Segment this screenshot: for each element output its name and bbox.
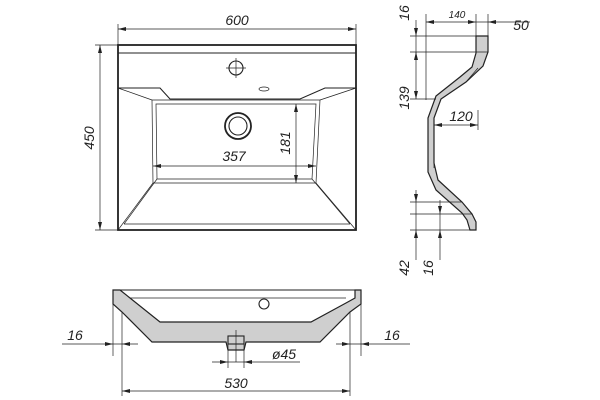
arrow [348, 27, 356, 31]
arrow [118, 27, 126, 31]
dim-label-top-depth: 450 [81, 126, 97, 150]
side-rim-slope [465, 67, 479, 83]
arrow [308, 164, 316, 168]
front-faucet-hole [258, 298, 270, 310]
arrow [488, 20, 496, 24]
front-section-profile [112, 289, 362, 351]
overflow-slot [258, 86, 270, 92]
arrow [342, 389, 350, 393]
arrow [105, 342, 113, 346]
arrow [220, 360, 228, 364]
slope-line [315, 182, 357, 231]
front-view: 16 16 ø45 530 [62, 289, 410, 396]
arrow [414, 91, 418, 99]
side-view: 16 139 42 16 140 50 120 [396, 5, 530, 276]
arrow [153, 164, 161, 168]
slope-line [117, 87, 153, 101]
arrow [434, 123, 442, 127]
dim-label-bowl-depth: 181 [277, 131, 293, 154]
drain-outer [224, 112, 252, 140]
arrow [244, 360, 252, 364]
dim-label-side-base-thickness: 16 [420, 260, 436, 276]
arrow [342, 342, 350, 346]
side-section-profile [427, 35, 489, 231]
dim-label-front-left-offset: 16 [67, 327, 83, 343]
arrow [122, 389, 130, 393]
arrow [426, 20, 434, 24]
arrow [470, 123, 478, 127]
arrow [98, 222, 102, 230]
front-drain-body [227, 335, 245, 345]
slope-line [123, 178, 158, 225]
dim-label-side-rim-thickness: 16 [396, 5, 412, 21]
dim-label-side-bowl-height: 139 [396, 86, 412, 110]
arrow [414, 230, 418, 238]
dim-label-top-width: 600 [225, 12, 249, 28]
arrow [361, 342, 369, 346]
dim-label-front-base-width: 530 [224, 375, 248, 391]
dim-label-front-right-offset: 16 [384, 327, 400, 343]
arrow [414, 194, 418, 202]
arrow [438, 206, 442, 214]
dim-label-side-top-depth: 140 [449, 10, 466, 21]
top-view: 600 450 357 181 [81, 12, 357, 231]
dim-label-bowl-width: 357 [222, 148, 247, 164]
dim-label-front-drain-diameter: ø45 [272, 346, 296, 362]
arrow [98, 45, 102, 53]
arrow [438, 230, 442, 238]
dim-label-side-drain-height: 42 [396, 260, 412, 276]
slope-line [319, 87, 357, 101]
arrow [414, 28, 418, 36]
slope-line [117, 182, 154, 231]
dim-label-side-bowl-depth: 120 [449, 108, 473, 124]
arrow [294, 175, 298, 183]
arrow [468, 20, 476, 24]
arrow [122, 342, 130, 346]
top-view-outline [117, 44, 357, 231]
slope-line [311, 178, 351, 225]
bowl-upper-outline [117, 87, 357, 231]
arrow [294, 104, 298, 112]
drain-inner [228, 116, 248, 136]
dim-label-side-rim: 50 [513, 17, 529, 33]
